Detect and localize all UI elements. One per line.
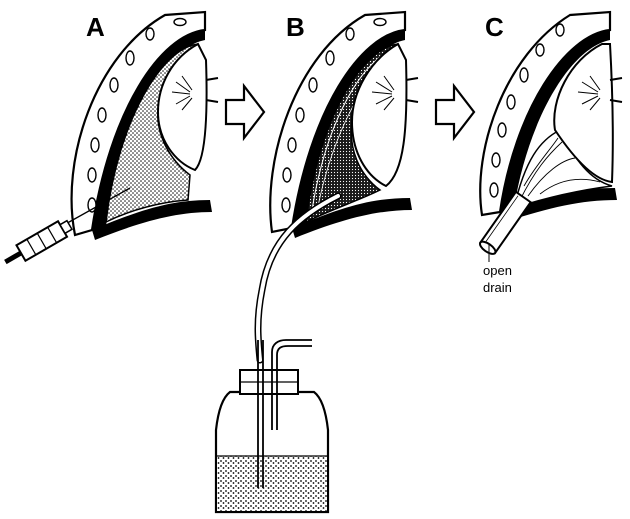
drainage-bottle — [216, 340, 328, 512]
arrow-b-to-c-icon — [436, 86, 474, 138]
panel-c-letter: C — [485, 12, 504, 42]
drainage-fluid — [217, 455, 327, 511]
panel-b-letter: B — [286, 12, 305, 42]
drain-label-line1: open — [483, 263, 512, 278]
panel-b: B — [258, 12, 418, 360]
panel-a: A — [1, 12, 218, 270]
panel-a-letter: A — [86, 12, 105, 42]
panel-c: C — [478, 12, 622, 295]
arrow-a-to-b-icon — [226, 86, 264, 138]
drain-label-line2: drain — [483, 280, 512, 295]
